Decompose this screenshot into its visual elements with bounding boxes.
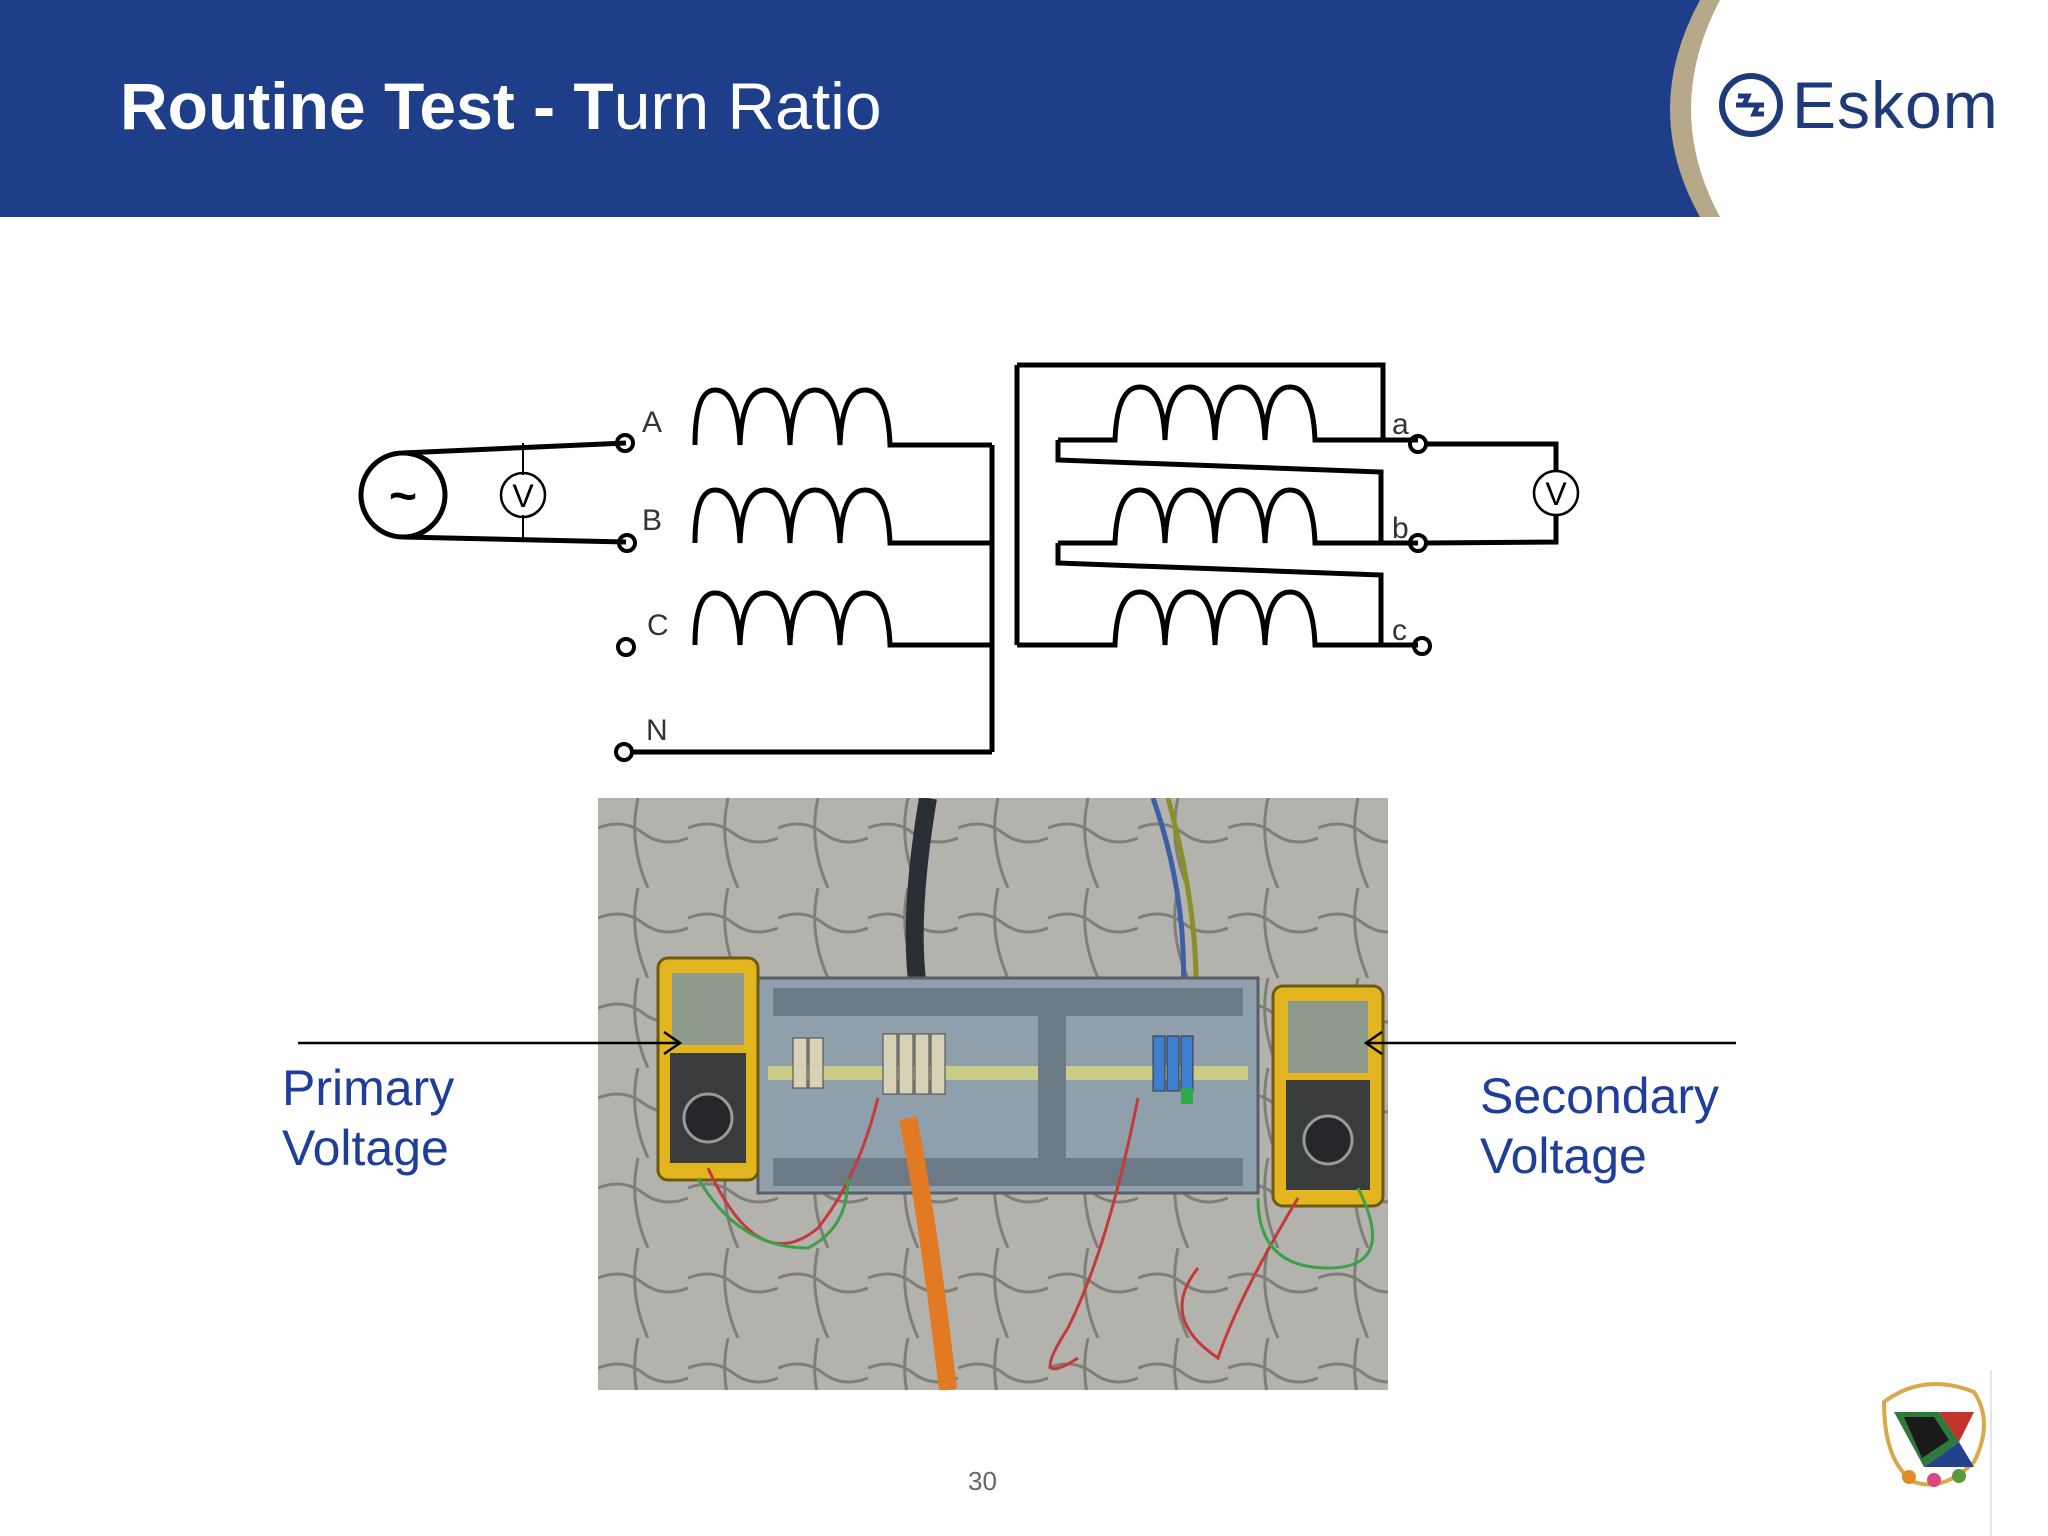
terminal-label-b: b [1392, 512, 1409, 545]
primary-voltage-label-line2: Voltage [282, 1120, 449, 1176]
secondary-voltmeter-symbol: V [1545, 476, 1567, 512]
terminal-label-C: C [647, 609, 669, 642]
turn-ratio-circuit-diagram: ~ V V A B C N a b c [358, 362, 1580, 762]
terminal-label-c: c [1392, 614, 1407, 647]
terminal-label-a: a [1392, 408, 1409, 441]
secondary-voltage-label: Secondary Voltage [1480, 1066, 1719, 1186]
primary-voltage-label-line1: Primary [282, 1060, 455, 1116]
secondary-voltmeter-icon [1532, 469, 1580, 517]
terminal-label-A: A [642, 406, 662, 439]
primary-voltage-label: Primary Voltage [282, 1058, 454, 1178]
eskom-logo-icon [1719, 73, 1783, 137]
ac-source-symbol: ~ [389, 470, 417, 523]
secondary-voltage-label-line1: Secondary [1480, 1068, 1720, 1124]
eskom-logo: Eskom [1718, 72, 1999, 138]
slide-title: Routine Test - Turn Ratio [120, 68, 882, 144]
secondary-arrow-icon [1363, 1030, 1736, 1056]
page-number: 30 [968, 1466, 997, 1496]
test-setup-photo [598, 798, 1388, 1390]
anniversary-emblem-icon [1881, 1382, 1986, 1487]
terminal-label-B: B [642, 504, 662, 537]
slide-title-rest: urn Ratio [613, 69, 882, 143]
secondary-voltage-label-line2: Voltage [1480, 1128, 1647, 1184]
terminal-label-N: N [646, 714, 668, 747]
slide-title-bold: Routine Test - T [120, 69, 614, 143]
footer-divider [1990, 1370, 1992, 1536]
eskom-logo-text: Eskom [1792, 68, 1999, 142]
logo-tab [1670, 0, 2048, 217]
primary-voltmeter-symbol: V [512, 478, 534, 514]
primary-voltmeter-icon [499, 471, 547, 519]
primary-arrow-icon [298, 1030, 683, 1056]
